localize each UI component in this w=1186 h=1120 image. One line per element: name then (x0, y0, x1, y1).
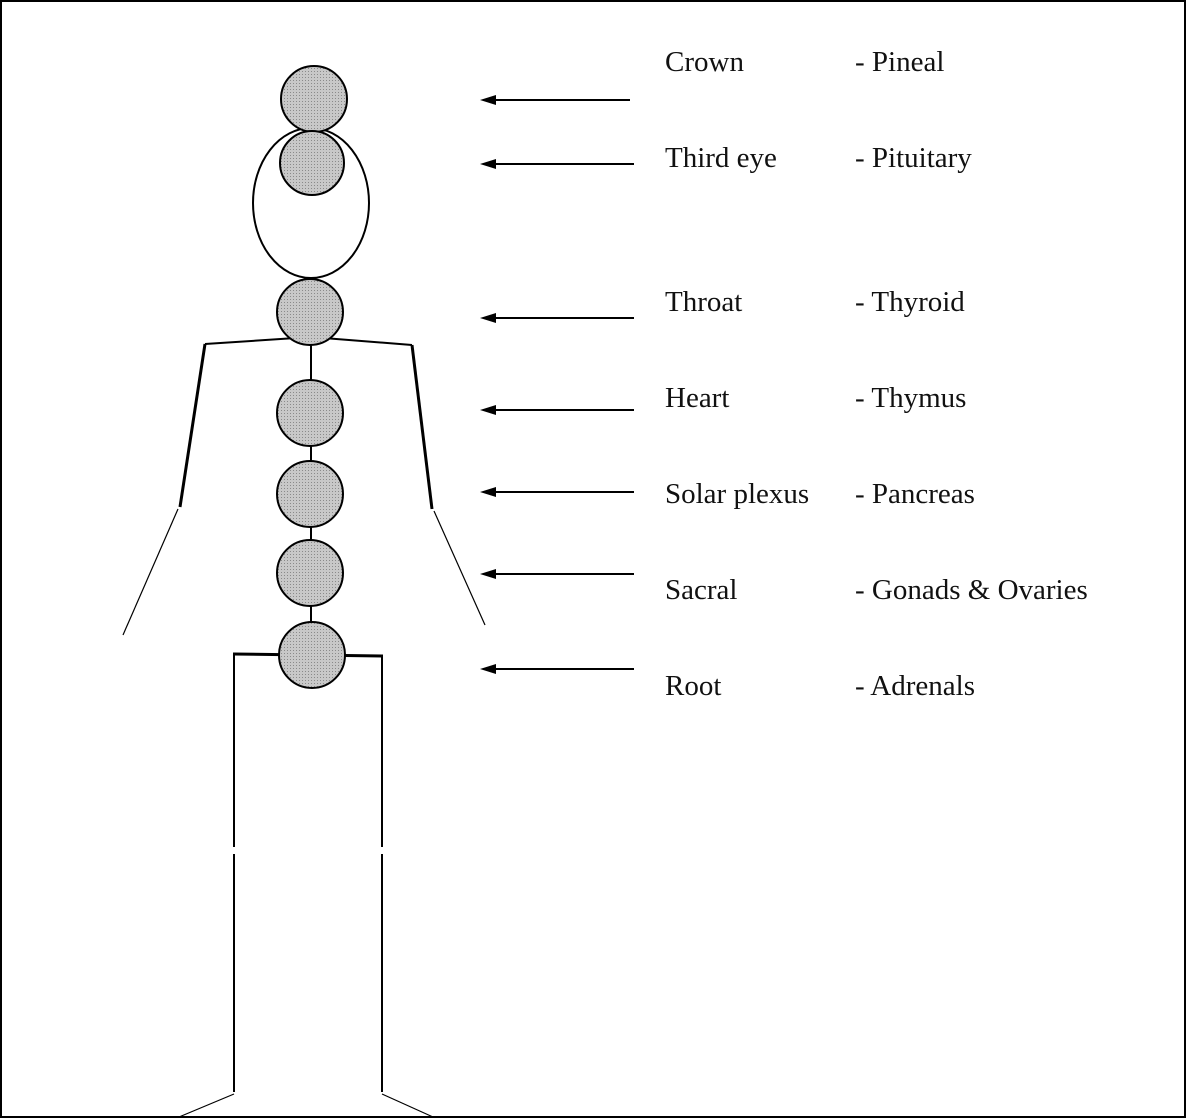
arrowhead-third-eye (480, 159, 496, 169)
arrowhead-crown (480, 95, 496, 105)
upper-arm-right (412, 345, 432, 509)
arrowhead-heart (480, 405, 496, 415)
chakra-name-root: Root (665, 672, 721, 701)
arrowhead-sacral (480, 569, 496, 579)
upper-arm-left (180, 344, 205, 507)
forearm-right (434, 511, 485, 625)
chakra-name-crown: Crown (665, 48, 744, 77)
chakra-circle-third-eye (280, 131, 344, 195)
arrowhead-solar-plexus (480, 487, 496, 497)
chakra-name-sacral: Sacral (665, 576, 737, 605)
chakra-circle-solar-plexus (277, 461, 343, 527)
chakra-arrows (480, 95, 634, 674)
gland-label-crown: - Pineal (855, 48, 944, 77)
gland-label-throat: - Thyroid (855, 288, 965, 317)
arrowhead-root (480, 664, 496, 674)
foot-right (382, 1094, 433, 1117)
gland-label-root: - Adrenals (855, 672, 975, 701)
chakra-circle-root (279, 622, 345, 688)
chakra-circle-heart (277, 380, 343, 446)
chakra-name-heart: Heart (665, 384, 729, 413)
gland-label-heart: - Thymus (855, 384, 966, 413)
gland-label-third-eye: - Pituitary (855, 144, 972, 173)
chakra-circle-throat (277, 279, 343, 345)
chakra-name-solar-plexus: Solar plexus (665, 480, 809, 509)
chakra-name-third-eye: Third eye (665, 144, 777, 173)
chakra-name-throat: Throat (665, 288, 742, 317)
chakra-circle-sacral (277, 540, 343, 606)
gland-label-sacral: - Gonads & Ovaries (855, 576, 1088, 605)
chakra-circle-crown (281, 66, 347, 132)
forearm-left (123, 509, 178, 635)
foot-left (179, 1094, 234, 1117)
arrowhead-throat (480, 313, 496, 323)
gland-label-solar-plexus: - Pancreas (855, 480, 975, 509)
